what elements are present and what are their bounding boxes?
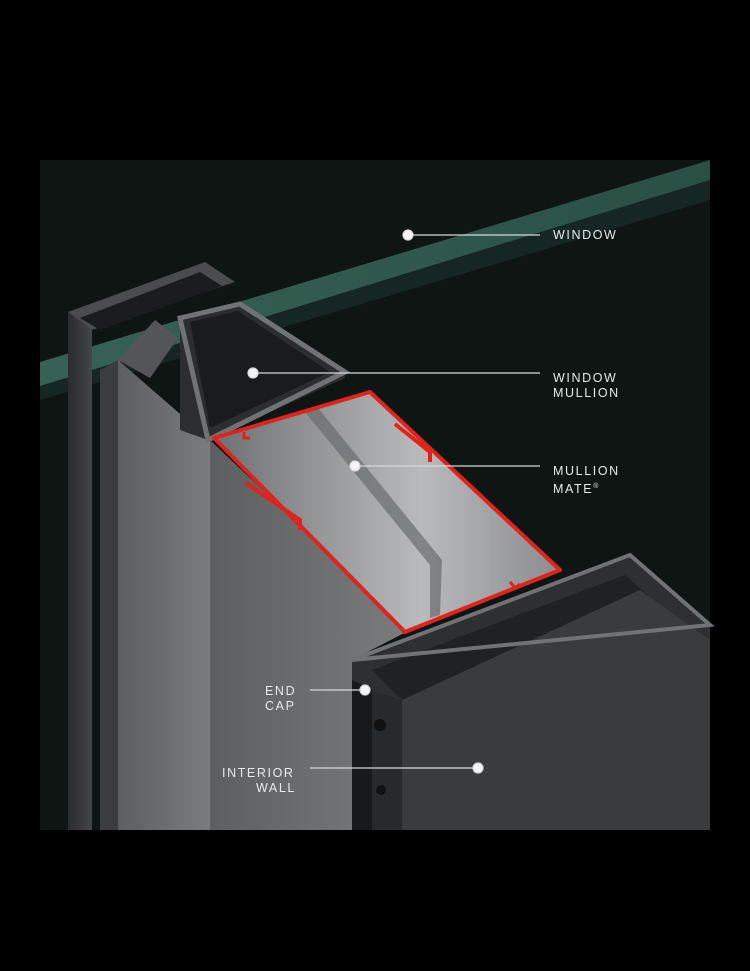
- mullion-mate-clip-right: [393, 422, 432, 462]
- label-interior-wall: INTERIOR WALL: [222, 766, 296, 796]
- label-window-mullion: WINDOW MULLION: [553, 371, 620, 401]
- mullion-mate-clip-bottom: [508, 581, 521, 591]
- end-cap-strip: [352, 680, 372, 830]
- callout-dot-end-cap: [359, 684, 371, 696]
- mullion-mate-outline: [212, 390, 562, 634]
- mullion-mate-clip-top: [242, 432, 250, 440]
- label-window-line1: WINDOW: [553, 228, 618, 242]
- mullion-left-side: [100, 360, 118, 830]
- mullion-mate-clip-left: [244, 481, 302, 530]
- end-cap-screw-strip: [372, 690, 402, 830]
- window-mullion-box-inner: [190, 311, 330, 428]
- mullion-back-inner: [80, 272, 222, 330]
- label-window-mullion-line2: MULLION: [553, 386, 620, 400]
- label-interior-wall-line2: WALL: [256, 781, 296, 795]
- mullion-main-column: [210, 440, 410, 830]
- label-window: WINDOW: [553, 228, 617, 243]
- label-mullion-mate-line1: MULLION: [553, 464, 620, 478]
- callout-dot-window-mullion: [247, 367, 259, 379]
- label-end-cap: END CAP: [265, 684, 296, 714]
- screw-icon: [374, 719, 386, 731]
- label-end-cap-line1: END: [265, 684, 297, 698]
- interior-wall-rim: [351, 552, 715, 662]
- label-end-cap-line2: CAP: [265, 699, 296, 713]
- callout-dot-interior-wall: [472, 762, 484, 774]
- label-mullion-mate-line2: MATE: [553, 482, 594, 497]
- label-interior-wall-line1: INTERIOR: [222, 766, 295, 780]
- callout-dot-window: [402, 229, 414, 241]
- label-mullion-mate: MULLION MATE®: [553, 464, 620, 497]
- label-mullion-mate-line2-wrap: MATE®: [553, 479, 620, 497]
- registered-mark: ®: [593, 483, 599, 490]
- callout-dot-mullion-mate: [349, 460, 361, 472]
- screw-icon: [376, 785, 386, 795]
- mullion-left-column: [118, 360, 210, 830]
- window-mullion-box-rim: [177, 301, 351, 444]
- mullion-left-top: [118, 320, 178, 378]
- label-window-mullion-line1: WINDOW: [553, 371, 618, 385]
- mullion-back-column: [68, 312, 92, 830]
